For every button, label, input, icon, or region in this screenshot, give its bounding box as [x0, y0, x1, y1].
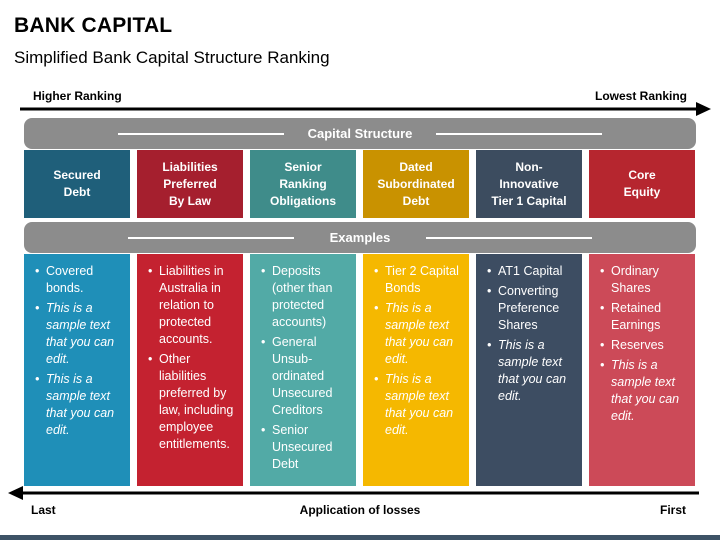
example-item: Tier 2 Capital Bonds [374, 263, 463, 297]
column-header-line: Core [628, 168, 656, 182]
examples-band: Examples [24, 222, 696, 253]
band-divider-left [128, 237, 294, 239]
higher-ranking-label: Higher Ranking [33, 89, 122, 103]
capital-structure-heading: Capital Structure [307, 126, 413, 141]
column-header-line: By Law [168, 193, 211, 208]
example-item: This is a sample text that you can edit. [35, 371, 124, 439]
example-item: This is a sample text that you can edit. [487, 337, 576, 405]
example-list: Deposits (other than protected accounts)… [261, 263, 350, 473]
column-header-line: Liabilities [162, 159, 218, 174]
column-header-line: Secured [53, 168, 101, 182]
example-item: Liabilities in Australia in relation to … [148, 263, 237, 348]
example-item: General Unsub-ordinated Unsecured Credit… [261, 334, 350, 419]
example-column-6: Ordinary SharesRetained EarningsReserves… [589, 254, 695, 486]
capital-structure-band: Capital Structure [24, 118, 696, 149]
example-item: This is a sample text that you can edit. [374, 300, 463, 368]
example-item: Deposits (other than protected accounts) [261, 263, 350, 331]
example-item: Senior Unsecured Debt [261, 422, 350, 473]
band-divider-right [426, 237, 592, 239]
example-column-5: AT1 CapitalConverting Preference SharesT… [476, 254, 582, 486]
example-list: Liabilities in Australia in relation to … [148, 263, 237, 453]
example-column-1: Covered bonds.This is a sample text that… [24, 254, 130, 486]
application-of-losses-label: Application of losses [299, 503, 421, 517]
last-label: Last [31, 503, 56, 517]
example-item: Ordinary Shares [600, 263, 689, 297]
column-header-line: Debt [63, 185, 91, 199]
ranking-arrow-right-icon [20, 102, 711, 116]
band-divider-left [118, 133, 284, 135]
examples-heading: Examples [329, 230, 391, 245]
example-column-4: Tier 2 Capital BondsThis is a sample tex… [363, 254, 469, 486]
example-item: Reserves [600, 337, 689, 354]
column-header-line: Innovative [499, 176, 559, 191]
example-item: Covered bonds. [35, 263, 124, 297]
column-header-line: Debt [402, 193, 430, 208]
losses-arrow-left-icon [8, 486, 699, 500]
slide-subtitle: Simplified Bank Capital Structure Rankin… [14, 48, 330, 67]
example-list: AT1 CapitalConverting Preference SharesT… [487, 263, 576, 405]
example-item: This is a sample text that you can edit. [374, 371, 463, 439]
example-column-3: Deposits (other than protected accounts)… [250, 254, 356, 486]
example-item: This is a sample text that you can edit. [600, 357, 689, 425]
column-header-line: Tier 1 Capital [491, 193, 567, 208]
column-header-line: Obligations [270, 193, 336, 208]
example-list: Ordinary SharesRetained EarningsReserves… [600, 263, 689, 425]
example-item: Converting Preference Shares [487, 283, 576, 334]
footer-bar [0, 535, 720, 540]
first-label: First [659, 503, 686, 517]
column-header-line: Non- [515, 159, 543, 174]
column-header-line: Subordinated [377, 176, 455, 191]
column-header-line: Senior [284, 159, 322, 174]
lowest-ranking-label: Lowest Ranking [594, 89, 687, 103]
example-item: Other liabilities preferred by law, incl… [148, 351, 237, 453]
example-item: Retained Earnings [600, 300, 689, 334]
slide-title: BANK CAPITAL [14, 14, 173, 37]
column-header-line: Ranking [279, 176, 327, 191]
example-list: Covered bonds.This is a sample text that… [35, 263, 124, 439]
example-item: This is a sample text that you can edit. [35, 300, 124, 368]
band-divider-right [436, 133, 602, 135]
column-header-line: Preferred [163, 176, 217, 191]
example-item: AT1 Capital [487, 263, 576, 280]
column-header-line: Equity [623, 185, 661, 199]
example-column-2: Liabilities in Australia in relation to … [137, 254, 243, 486]
column-header-line: Dated [399, 159, 433, 174]
example-list: Tier 2 Capital BondsThis is a sample tex… [374, 263, 463, 439]
